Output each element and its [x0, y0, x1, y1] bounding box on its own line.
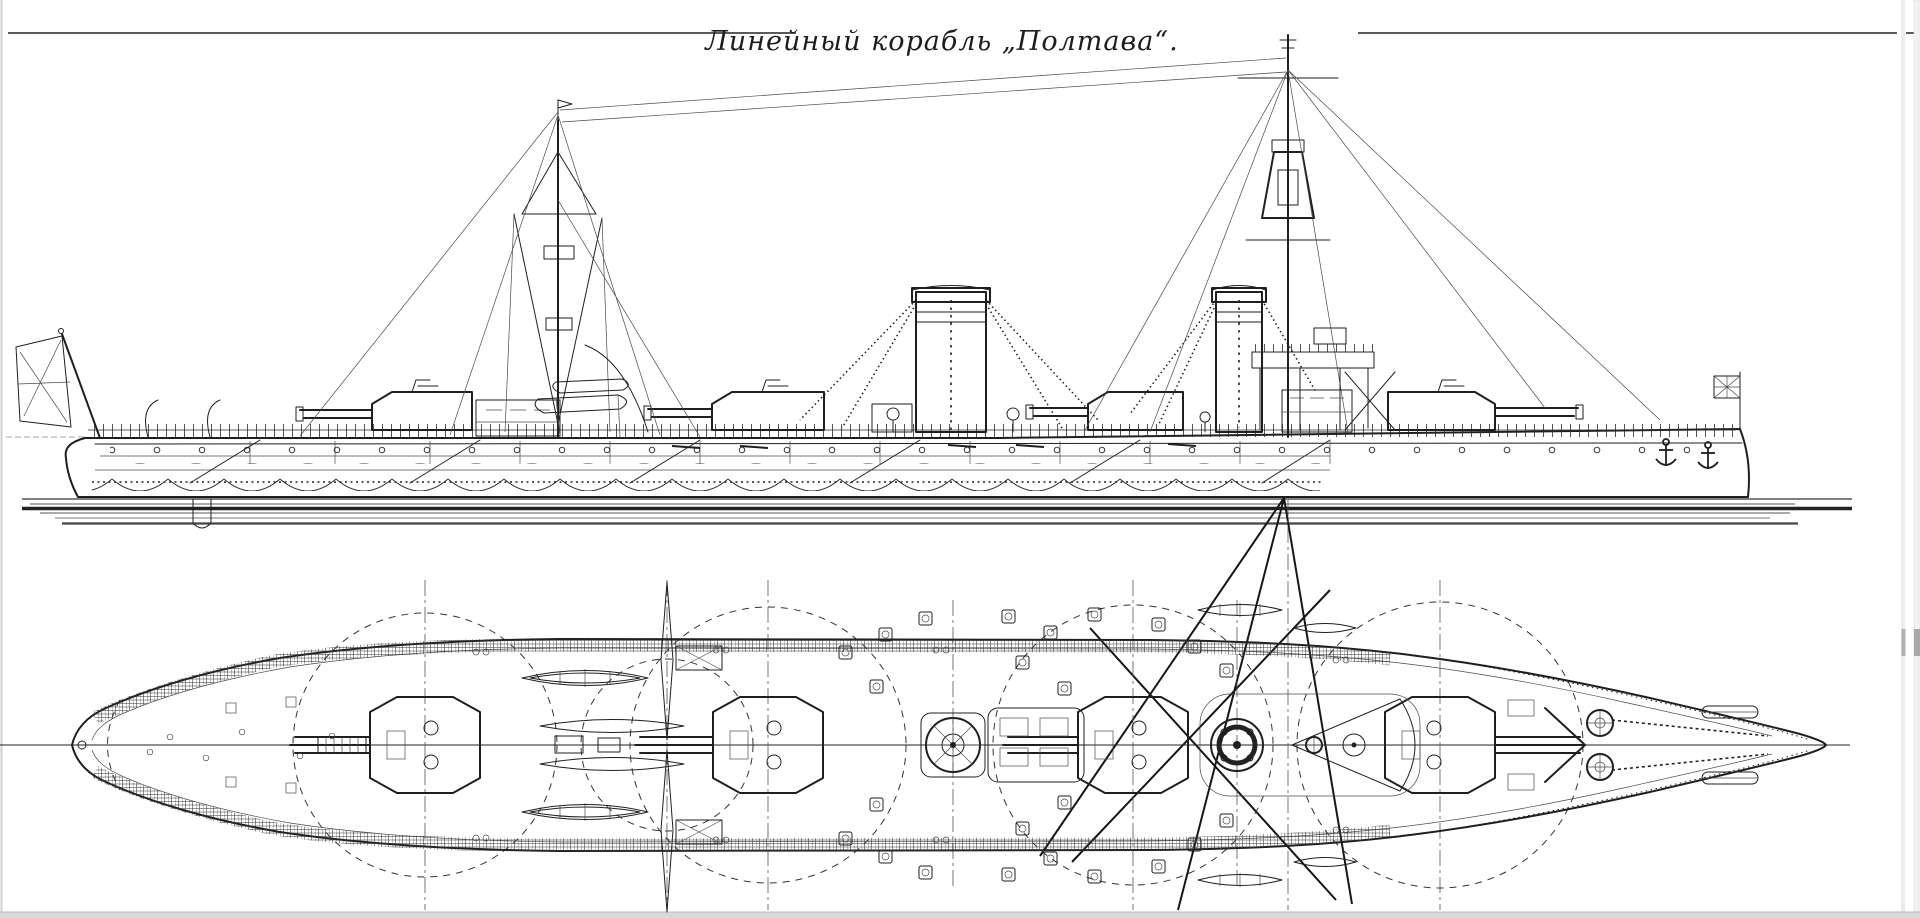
funnel-aft [799, 285, 1099, 433]
deck-hatches [146, 607, 1350, 884]
net-stowage-band [92, 638, 1391, 724]
net-stowage-band [92, 766, 1391, 852]
rangefinder-plan [1342, 733, 1366, 757]
turret-plan-group [289, 696, 1586, 794]
derrick-booms [513, 213, 603, 425]
funnel-fore [1129, 285, 1317, 433]
scrollbar-thumb[interactable] [1914, 629, 1920, 656]
aft-deckhouse [475, 399, 913, 437]
bow-jack-flag [1713, 371, 1741, 431]
turret-4-side [295, 379, 473, 431]
stern-ensign-flag [15, 328, 101, 439]
bollards [472, 646, 1350, 844]
deck-plan-view [0, 500, 1850, 913]
hull-side [64, 399, 1750, 529]
turret-3-plan [634, 696, 824, 794]
bridge-plan [1199, 693, 1421, 797]
aa-gun-icon [1437, 379, 1465, 393]
turret-1-side [1387, 379, 1584, 431]
net-boom-diagonals [189, 439, 1331, 484]
bearing-sight-lines [1039, 497, 1353, 911]
rudder [192, 498, 212, 529]
mainmast [299, 99, 701, 438]
ventilator-cowls [886, 407, 1211, 433]
torpedo-net-festoons [92, 463, 1320, 491]
scrollbar-thumb-inner[interactable] [1901, 629, 1906, 656]
turret-3-side [643, 379, 825, 431]
mast-pennant [557, 99, 573, 109]
ships-boats-plan [521, 603, 1357, 887]
aa-gun-icon [411, 379, 439, 393]
anchor-icon [1655, 438, 1719, 469]
scrollbar-track[interactable] [1913, 0, 1920, 918]
bridge-structure [1251, 327, 1396, 433]
turret-1-plan [1384, 696, 1586, 794]
plan-hull [71, 638, 1827, 852]
stern-davits [145, 399, 221, 438]
funnel-fore-plan [1210, 718, 1264, 772]
page-title: Линейный корабль „Полтава“. [703, 26, 1178, 57]
right-edge-band [1901, 0, 1905, 918]
breakwater [1544, 707, 1586, 783]
funnel-guy-chains [799, 299, 1099, 429]
turret-2-plan [1002, 696, 1189, 794]
foremast [1084, 34, 1661, 438]
boat-crane [584, 344, 649, 433]
small-deck-fittings [146, 696, 336, 794]
forecastle-gear-plan [1507, 699, 1769, 791]
ships-boats-side [534, 378, 629, 438]
st-andrews-flag [15, 335, 72, 428]
antenna-wires [559, 57, 1287, 123]
side-elevation-view [6, 34, 1852, 529]
casemate-guns [671, 443, 1197, 449]
anchor-chains [1611, 719, 1769, 771]
funnel-aft-plan [920, 712, 986, 778]
funnel-guy-chains [1129, 299, 1317, 427]
derrick-booms-plan [660, 581, 674, 913]
bottom-strip [0, 912, 1920, 918]
capstan [1586, 709, 1614, 781]
waterline [22, 498, 1852, 525]
aa-gun-icon [761, 379, 789, 393]
porthole-row [110, 443, 1690, 455]
boiler-casing-plan [987, 707, 1085, 783]
